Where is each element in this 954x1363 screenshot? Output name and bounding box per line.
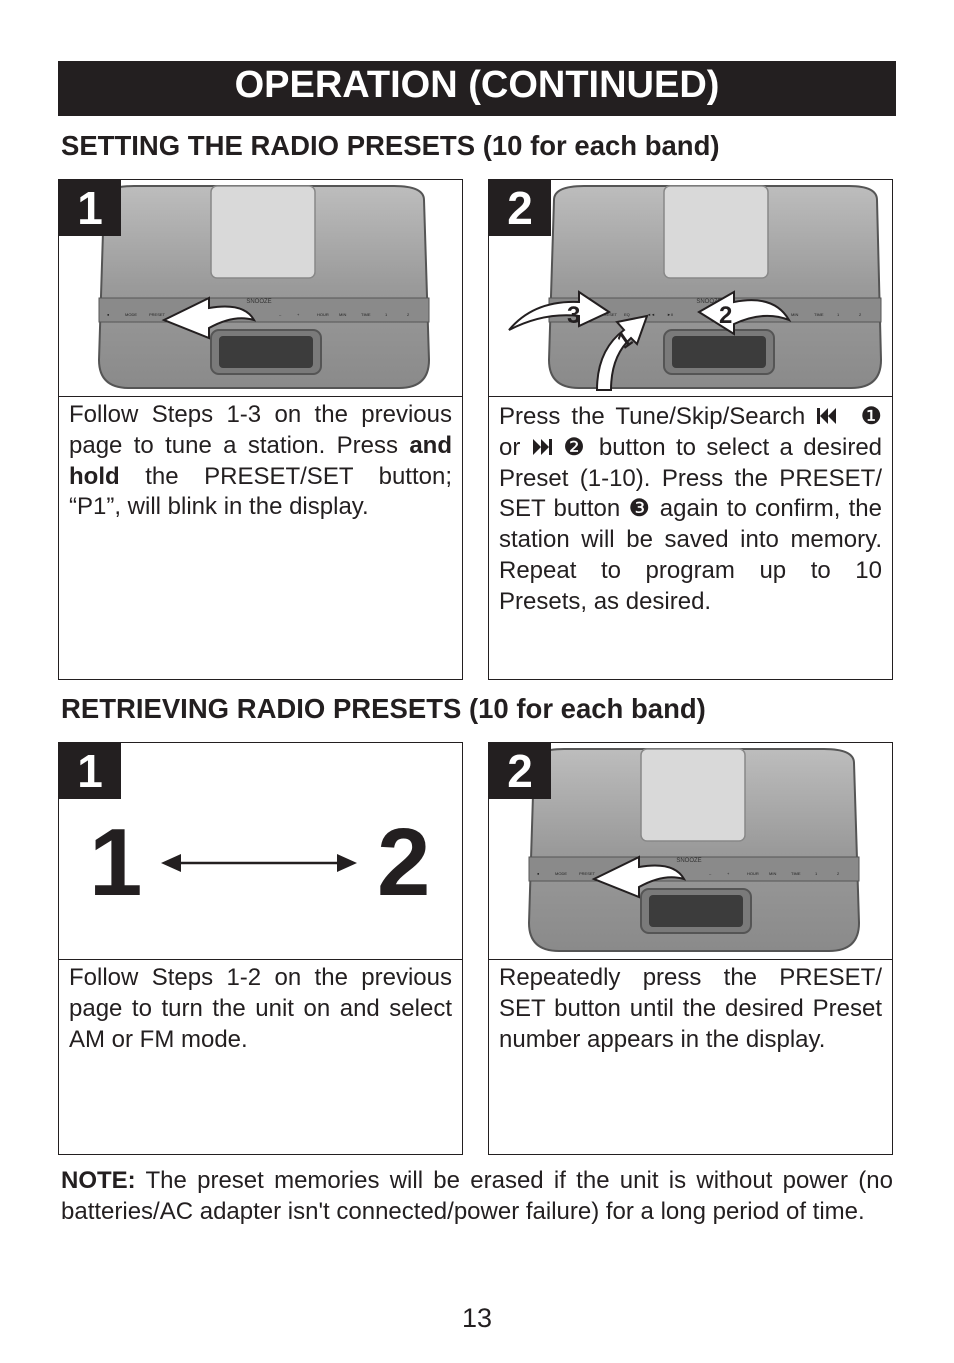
svg-text:PRESET: PRESET [601, 312, 618, 317]
device-illustration: SNOOZE ● MODE PRESET – + HOUR MIN TIME 1 2 [489, 743, 892, 960]
radio-device-image: SNOOZE ● MODE PRESET – + HOUR MIN TIME 1 2 [527, 748, 861, 952]
step-badge: 1 [59, 743, 121, 799]
svg-text:–: – [279, 312, 282, 317]
svg-text:HOUR: HOUR [747, 871, 759, 876]
svg-text:MODE: MODE [555, 871, 567, 876]
device-top-label: SNOOZE [676, 858, 701, 864]
svg-text:PRESET: PRESET [579, 871, 596, 876]
svg-text:1: 1 [815, 871, 818, 876]
section-title-setting-presets: SETTING THE RADIO PRESETS (10 for each b… [61, 130, 720, 161]
arrow-icon [161, 296, 257, 340]
svg-text:HOUR: HOUR [317, 312, 329, 317]
diagram-step-left: 1 [89, 809, 143, 916]
device-illustration: SNOOZE ● MODE PRESET – + HOUR MIN TIME 1 2 [59, 180, 462, 397]
setting-step-1-panel: 1 SNOOZE ● MODE PRESET – + HOUR MIN TIME 1 2 Fo… [58, 179, 463, 680]
svg-text:–: – [709, 871, 712, 876]
svg-text:◄◄: ◄◄ [647, 312, 655, 317]
svg-text:EQ: EQ [624, 312, 630, 317]
svg-text:2: 2 [837, 871, 840, 876]
callout-3: 3 [567, 302, 580, 329]
skip-forward-icon [532, 438, 552, 455]
device-top-label: SNOOZE [246, 299, 271, 305]
svg-text:+: + [297, 312, 300, 317]
diagram-step-right: 2 [377, 809, 431, 916]
svg-text:+: + [727, 871, 730, 876]
svg-text:TIME: TIME [791, 871, 801, 876]
step-badge: 2 [489, 180, 551, 236]
step-instruction: Follow Steps 1-2 on the previous page to… [69, 964, 452, 1053]
arrow-icon [697, 290, 792, 336]
svg-text:►II: ►II [667, 312, 673, 317]
arrow-icon [595, 314, 649, 391]
svg-text:●: ● [537, 871, 540, 876]
header-title: OPERATION (CONTINUED) [234, 64, 720, 106]
svg-text:MIN: MIN [769, 871, 776, 876]
svg-text:MIN: MIN [339, 312, 346, 317]
step-instruction: Follow Steps 1-3 on the previous page to… [69, 401, 452, 521]
svg-text:1: 1 [837, 312, 840, 317]
retrieving-step-1-panel: 1 1 2 Follow Steps 1-2 on the previous p… [58, 742, 463, 1155]
svg-text:●: ● [107, 312, 110, 317]
callout-2: 2 [719, 302, 732, 329]
radio-device-image: SNOOZE ● MODE PRESET – + HOUR MIN TIME 1 2 [97, 185, 431, 389]
svg-text:2: 2 [407, 312, 410, 317]
page-number: 13 [461, 1303, 493, 1333]
step-instruction: Press the Tune/Skip/Search ❶ or ❷ button… [499, 403, 883, 615]
svg-text:1: 1 [385, 312, 388, 317]
svg-text:2: 2 [859, 312, 862, 317]
device-top-label: SNOOZE [696, 299, 721, 305]
arrow-icon [591, 855, 687, 899]
svg-text:TIME: TIME [361, 312, 371, 317]
note-text: The preset memories will be erased if th… [61, 1167, 893, 1225]
step-badge: 2 [489, 743, 551, 799]
arrow-icon [508, 290, 612, 331]
svg-text:PRESET: PRESET [149, 312, 166, 317]
note-paragraph: NOTE: The preset memories will be erased… [61, 1165, 893, 1227]
svg-text:MIN: MIN [791, 312, 798, 317]
page-header: OPERATION (CONTINUED) [58, 61, 896, 116]
note-label: NOTE: [61, 1167, 136, 1194]
step-badge: 1 [59, 180, 121, 236]
svg-text:TIME: TIME [814, 312, 824, 317]
step-instruction: Repeatedly press the PRESET/ SET button … [499, 964, 882, 1053]
skip-back-icon [817, 408, 837, 424]
section-title-retrieving-presets: RETRIEVING RADIO PRESETS (10 for each ba… [61, 693, 706, 724]
retrieving-step-2-panel: 2 SNOOZE ● MODE PRESET – + HOUR MIN TIME 1 2 Re… [488, 742, 893, 1155]
svg-text:MODE: MODE [125, 312, 137, 317]
